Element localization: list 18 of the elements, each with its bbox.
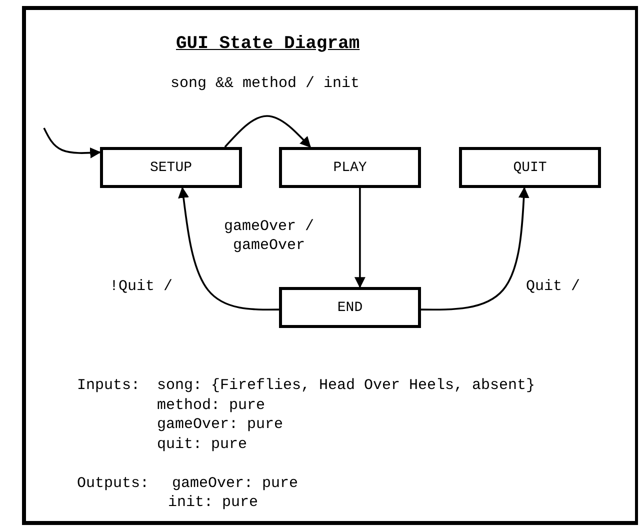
transition-arrow (224, 115, 311, 148)
transition-arrow (354, 188, 366, 288)
state-box: SETUP (100, 147, 242, 188)
transition-arrow (421, 186, 530, 311)
note-text: quit: pure (157, 435, 248, 454)
note-text: Inputs: (77, 376, 140, 396)
transition-arrow (43, 128, 102, 158)
note-text: init: pure (168, 493, 258, 512)
state-box: QUIT (459, 147, 601, 188)
state-box: PLAY (279, 147, 421, 188)
diagram-title: GUI State Diagram (176, 35, 360, 54)
note-text: method: pure (157, 396, 266, 416)
note-text: gameOver: pure (172, 474, 298, 494)
note-text: Outputs: (77, 474, 150, 494)
state-box: END (279, 287, 421, 328)
transition-arrow (178, 186, 279, 311)
note-text: song: {Fireflies, Head Over Heels, absent} (157, 376, 536, 396)
note-text: gameOver: pure (157, 415, 284, 434)
